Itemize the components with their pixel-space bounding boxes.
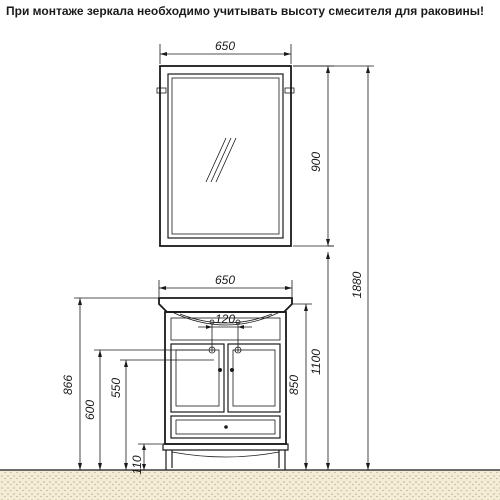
faucet-height-dimension: 600 [83, 349, 208, 470]
leg-height-label: 110 [130, 455, 144, 474]
mirror-width-dimension: 650 [159, 39, 292, 64]
faucet-height-label: 600 [83, 400, 97, 420]
inlet-height-dimension: 550 [109, 359, 214, 470]
vanity-height-label: 850 [287, 375, 301, 395]
sink-offset-label: 120 [215, 312, 235, 326]
top-height-dimension: 866 [61, 297, 158, 470]
mirror-bottom-height-dimension: 1100 [309, 245, 334, 470]
mirror [156, 65, 295, 247]
sink-offset-dimension: 120 [198, 312, 252, 352]
mirror-height-label: 900 [309, 152, 323, 172]
total-height-label: 1880 [350, 271, 364, 298]
leg-height-dimension: 110 [130, 443, 162, 475]
mirror-width-label: 650 [215, 39, 235, 53]
top-height-label: 866 [61, 375, 75, 395]
vanity-cabinet [158, 297, 293, 470]
mounting-note: При монтаже зеркала необходимо учитывать… [6, 4, 485, 18]
mirror-bottom-height-label: 1100 [309, 349, 323, 375]
vanity-height-dimension: 850 [287, 303, 312, 470]
vanity-width-label: 650 [215, 273, 235, 287]
total-height-dimension: 1880 [293, 65, 374, 470]
mirror-height-dimension: 900 [293, 65, 334, 247]
floor [0, 469, 500, 500]
inlet-height-label: 550 [109, 378, 123, 398]
vanity-width-dimension: 650 [158, 273, 293, 297]
